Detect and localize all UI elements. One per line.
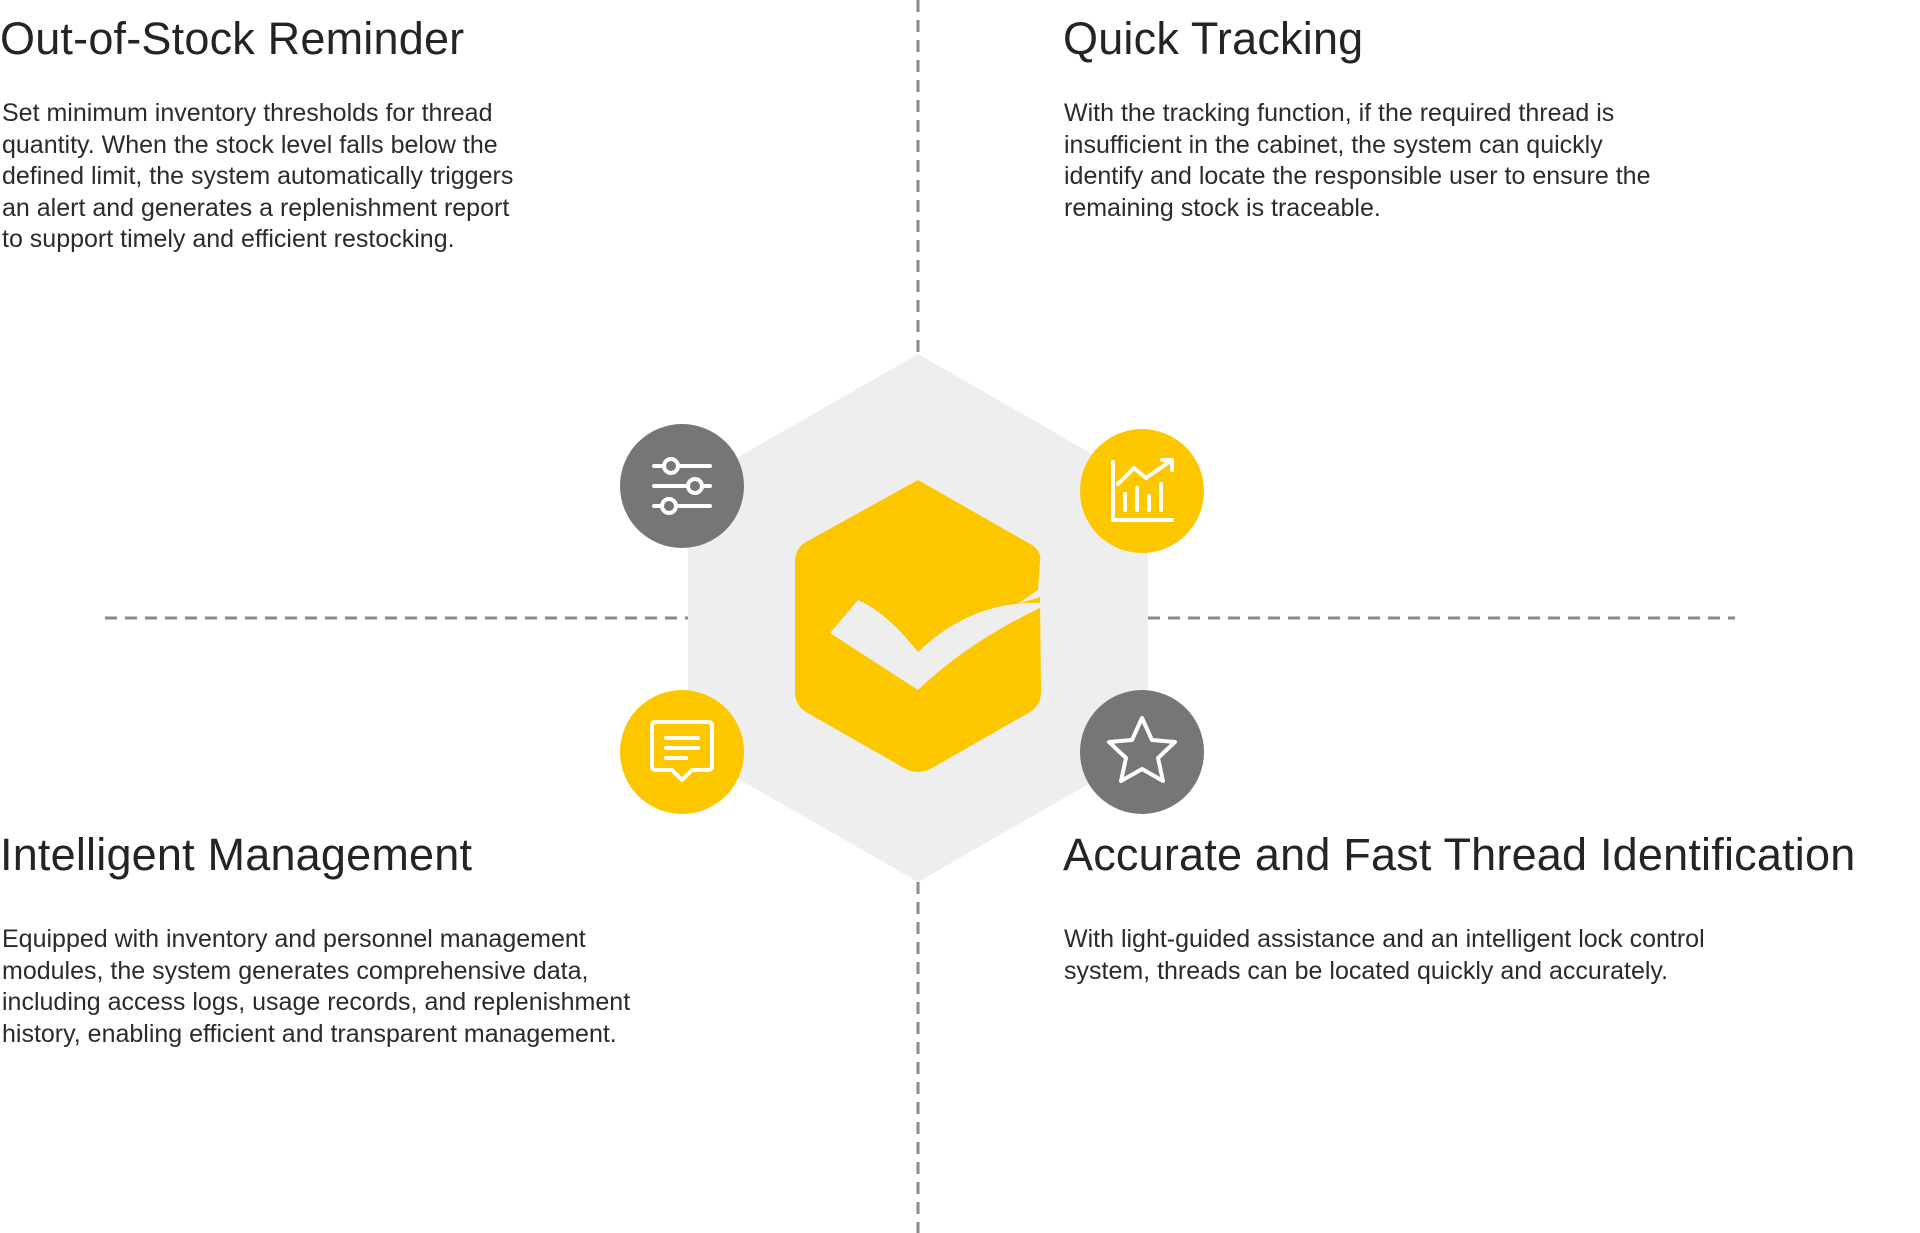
section-body: With the tracking function, if the requi… bbox=[1064, 99, 1651, 222]
section-body: Set minimum inventory thresholds for thr… bbox=[2, 99, 514, 253]
section-title: Intelligent Management bbox=[0, 829, 473, 880]
section-thread-identification: Accurate and Fast Thread Identification … bbox=[1063, 829, 1856, 985]
section-title: Out-of-Stock Reminder bbox=[0, 13, 465, 64]
section-intelligent-management: Intelligent Management Equipped with inv… bbox=[0, 829, 630, 1048]
section-body: Equipped with inventory and personnel ma… bbox=[2, 925, 631, 1048]
bar-chart-icon bbox=[1080, 429, 1204, 553]
message-icon bbox=[620, 690, 744, 814]
sliders-icon bbox=[620, 424, 744, 548]
section-title: Quick Tracking bbox=[1063, 13, 1364, 64]
section-quick-tracking: Quick Tracking With the tracking functio… bbox=[1063, 13, 1651, 222]
section-title: Accurate and Fast Thread Identification bbox=[1063, 829, 1856, 880]
section-body: With light-guided assistance and an inte… bbox=[1064, 925, 1705, 985]
section-out-of-stock-reminder: Out-of-Stock Reminder Set minimum invent… bbox=[0, 13, 513, 253]
checkmark-hexagon-icon bbox=[795, 480, 1041, 772]
star-icon bbox=[1080, 690, 1204, 814]
